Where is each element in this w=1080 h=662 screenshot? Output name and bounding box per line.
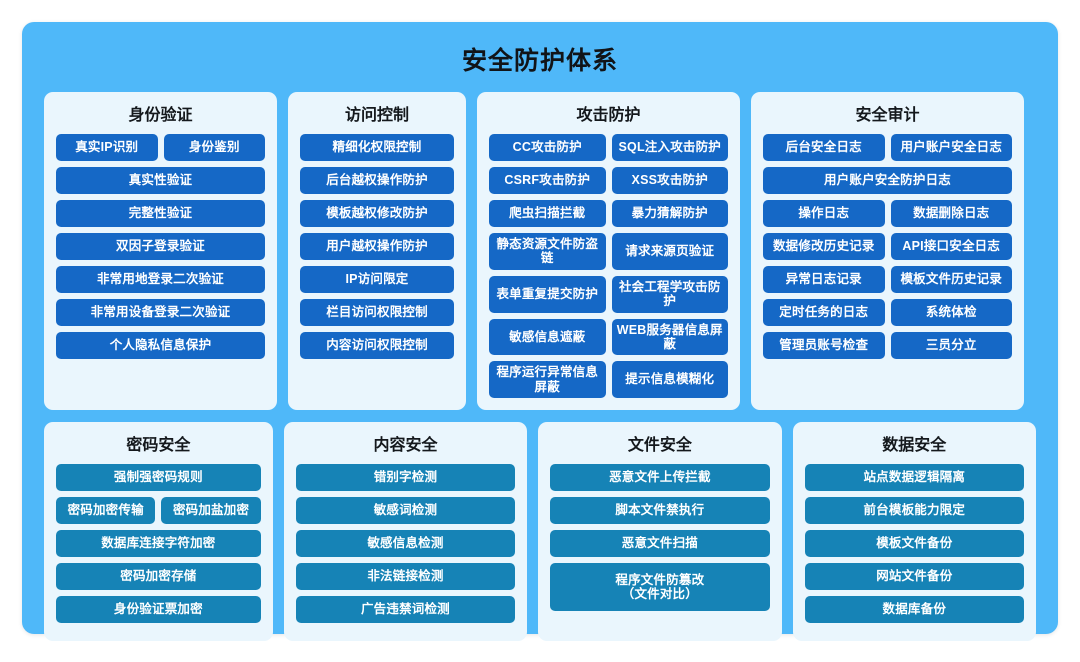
feature-item[interactable]: 三员分立: [890, 332, 1012, 359]
feature-item[interactable]: 请求来源页验证: [611, 233, 728, 270]
feature-item[interactable]: 站点数据逻辑隔离: [804, 464, 1024, 491]
feature-item[interactable]: SQL注入攻击防护: [611, 134, 728, 161]
feature-item[interactable]: 非常用地登录二次验证: [56, 266, 265, 293]
item-list-file-security: 恶意文件上传拦截脚本文件禁执行恶意文件扫描程序文件防篡改 （文件对比）: [550, 464, 770, 611]
feature-item[interactable]: 敏感信息检测: [295, 530, 516, 557]
feature-item[interactable]: 暴力猜解防护: [611, 200, 728, 227]
feature-item[interactable]: 非法链接检测: [295, 563, 516, 590]
panel-title-password-security: 密码安全: [126, 437, 191, 454]
feature-item[interactable]: 用户越权操作防护: [300, 233, 454, 260]
feature-item[interactable]: 密码加盐加密: [161, 497, 261, 524]
feature-item[interactable]: 数据库备份: [804, 596, 1024, 623]
security-architecture-board: 安全防护体系 身份验证真实IP识别身份鉴别真实性验证完整性验证双因子登录验证非常…: [22, 22, 1058, 641]
feature-item[interactable]: 表单重复提交防护: [489, 275, 606, 313]
feature-item[interactable]: 密码加密存储: [56, 563, 261, 590]
panel-file-security: 文件安全恶意文件上传拦截脚本文件禁执行恶意文件扫描程序文件防篡改 （文件对比）: [538, 422, 782, 641]
panel-row-top: 身份验证真实IP识别身份鉴别真实性验证完整性验证双因子登录验证非常用地登录二次验…: [44, 92, 1036, 410]
feature-item[interactable]: 操作日志: [763, 200, 885, 227]
feature-item[interactable]: 管理员账号检查: [763, 332, 885, 359]
feature-item[interactable]: 敏感信息遮蔽: [489, 318, 606, 356]
feature-item[interactable]: 模板越权修改防护: [300, 200, 454, 227]
panel-access-control: 访问控制精细化权限控制后台越权操作防护模板越权修改防护用户越权操作防护 IP访问限…: [288, 92, 466, 410]
feature-item[interactable]: 后台安全日志: [763, 134, 885, 161]
feature-item[interactable]: 后台越权操作防护: [300, 167, 454, 194]
feature-item[interactable]: 系统体检: [890, 299, 1012, 326]
panel-identity: 身份验证真实IP识别身份鉴别真实性验证完整性验证双因子登录验证非常用地登录二次验…: [44, 92, 277, 410]
item-list-data-security: 站点数据逻辑隔离前台模板能力限定模板文件备份网站文件备份数据库备份: [804, 464, 1024, 623]
panel-row-bottom: 密码安全强制强密码规则密码加密传输密码加盐加密数据库连接字符加密密码加密存储身份…: [44, 422, 1036, 641]
feature-item[interactable]: 错别字检测: [295, 464, 516, 491]
feature-item[interactable]: 网站文件备份: [804, 563, 1024, 590]
panel-title-attack-protection: 攻击防护: [576, 107, 641, 124]
feature-item[interactable]: 恶意文件扫描: [550, 530, 770, 557]
feature-item[interactable]: 身份验证票加密: [56, 596, 261, 623]
feature-item[interactable]: 恶意文件上传拦截: [550, 464, 770, 491]
feature-item[interactable]: 程序文件防篡改 （文件对比）: [550, 563, 770, 611]
feature-item[interactable]: 强制强密码规则: [56, 464, 261, 491]
feature-item[interactable]: 模板文件备份: [804, 530, 1024, 557]
panel-title-identity: 身份验证: [128, 107, 193, 124]
page-title: 安全防护体系: [461, 47, 618, 75]
panel-rows: 身份验证真实IP识别身份鉴别真实性验证完整性验证双因子登录验证非常用地登录二次验…: [44, 92, 1036, 641]
item-list-identity: 真实IP识别身份鉴别真实性验证完整性验证双因子登录验证非常用地登录二次验证非常用…: [56, 134, 265, 359]
item-list-security-audit: 后台安全日志用户账户安全日志用户账户安全防护日志操作日志数据删除日志数据修改历史…: [763, 134, 1012, 359]
panel-password-security: 密码安全强制强密码规则密码加密传输密码加盐加密数据库连接字符加密密码加密存储身份…: [44, 422, 273, 641]
feature-item[interactable]: 社会工程学攻击防护: [611, 275, 728, 313]
panel-title-security-audit: 安全审计: [855, 107, 920, 124]
feature-item[interactable]: CSRF攻击防护: [489, 167, 606, 194]
feature-item[interactable]: IP访问限定: [300, 266, 454, 293]
feature-item[interactable]: WEB服务器信息屏蔽: [611, 318, 728, 356]
feature-item[interactable]: 完整性验证: [56, 200, 265, 227]
panel-title-file-security: 文件安全: [627, 437, 692, 454]
item-list-password-security: 强制强密码规则密码加密传输密码加盐加密数据库连接字符加密密码加密存储身份验证票加…: [56, 464, 261, 623]
panel-data-security: 数据安全站点数据逻辑隔离前台模板能力限定模板文件备份网站文件备份数据库备份: [792, 422, 1036, 641]
feature-item[interactable]: 程序运行异常信息屏蔽: [489, 361, 606, 398]
feature-item[interactable]: 广告违禁词检测: [295, 596, 516, 623]
panel-title-access-control: 访问控制: [344, 107, 409, 124]
feature-item[interactable]: 前台模板能力限定: [804, 497, 1024, 524]
feature-item[interactable]: 脚本文件禁执行: [550, 497, 770, 524]
feature-item[interactable]: 数据库连接字符加密: [56, 530, 261, 557]
panel-security-audit: 安全审计后台安全日志用户账户安全日志用户账户安全防护日志操作日志数据删除日志数据…: [751, 92, 1024, 410]
feature-item[interactable]: 身份鉴别: [163, 134, 265, 161]
feature-item[interactable]: 模板文件历史记录: [890, 266, 1012, 293]
feature-item[interactable]: 精细化权限控制: [300, 134, 454, 161]
item-list-content-security: 错别字检测敏感词检测敏感信息检测非法链接检测广告违禁词检测: [295, 464, 516, 623]
feature-item[interactable]: 真实性验证: [56, 167, 265, 194]
feature-item[interactable]: 用户账户安全日志: [890, 134, 1012, 161]
feature-item[interactable]: 数据删除日志: [890, 200, 1012, 227]
feature-item[interactable]: 数据修改历史记录: [763, 233, 885, 260]
feature-item[interactable]: API接口安全日志: [890, 233, 1012, 260]
feature-item[interactable]: 静态资源文件防盗链: [489, 233, 606, 270]
feature-item[interactable]: 非常用设备登录二次验证: [56, 299, 265, 326]
feature-item[interactable]: 定时任务的日志: [763, 299, 885, 326]
feature-item[interactable]: 提示信息模糊化: [611, 361, 728, 398]
feature-item[interactable]: 双因子登录验证: [56, 233, 265, 260]
feature-item[interactable]: 敏感词检测: [295, 497, 516, 524]
feature-item[interactable]: 栏目访问权限控制: [300, 299, 454, 326]
feature-item[interactable]: 用户账户安全防护日志: [763, 167, 1012, 194]
feature-item[interactable]: 个人隐私信息保护: [56, 332, 265, 359]
feature-item[interactable]: 密码加密传输: [56, 497, 156, 524]
item-list-access-control: 精细化权限控制后台越权操作防护模板越权修改防护用户越权操作防护 IP访问限定栏目访…: [300, 134, 454, 359]
feature-item[interactable]: 爬虫扫描拦截: [489, 200, 606, 227]
feature-item[interactable]: CC攻击防护: [489, 134, 606, 161]
feature-item[interactable]: 异常日志记录: [763, 266, 885, 293]
feature-item[interactable]: 真实IP识别: [56, 134, 158, 161]
panel-title-content-security: 内容安全: [373, 437, 438, 454]
feature-item[interactable]: 内容访问权限控制: [300, 332, 454, 359]
panel-content-security: 内容安全错别字检测敏感词检测敏感信息检测非法链接检测广告违禁词检测: [283, 422, 528, 641]
panel-title-data-security: 数据安全: [882, 437, 947, 454]
feature-item[interactable]: XSS攻击防护: [611, 167, 728, 194]
